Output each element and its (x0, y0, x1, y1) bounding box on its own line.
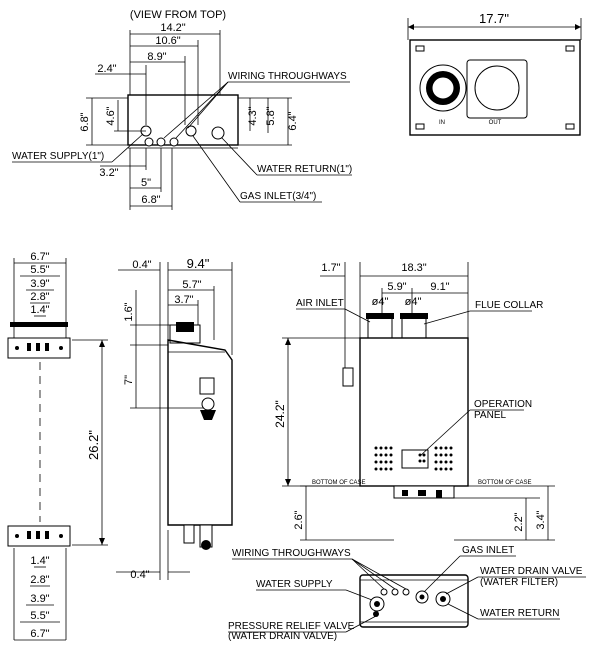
dim-18-3: 18.3" (401, 262, 426, 274)
drain-valve-label: WATER DRAIN VALVE (480, 566, 583, 577)
dim-6-4: 6.4" (287, 111, 299, 130)
water-return-label: WATER RETURN(1") (257, 164, 352, 175)
gas-port (185, 125, 197, 137)
wiring-hole-2 (156, 137, 166, 147)
dim-2-2: 2.2" (513, 512, 525, 531)
dim-1-4b: 1.4" (30, 555, 49, 567)
dim-9-4: 9.4" (187, 256, 210, 271)
bottom-water-supply-label: WATER SUPPLY (256, 579, 333, 590)
bottom-view: WIRING THROUGHWAYS GAS INLET WATER DRAIN… (228, 545, 586, 642)
dim-3-9b: 3.9" (30, 593, 49, 605)
dim-4-6: 4.6" (105, 106, 117, 125)
bottom-wiring-label: WIRING THROUGHWAYS (232, 548, 351, 559)
dim-2-8: 2.8" (30, 291, 49, 303)
flue-collar (401, 315, 427, 339)
dim-7: 7" (123, 375, 135, 385)
dim-26-2: 26.2" (86, 430, 101, 460)
bottom-of-case-left: BOTTOM OF CASE (312, 480, 366, 486)
air-inlet-label: AIR INLET (296, 298, 344, 309)
dim-0-4: 0.4" (132, 259, 151, 271)
view-caption: (VIEW FROM TOP) (130, 9, 226, 21)
phi-4b: ø4" (405, 296, 422, 308)
panel-label: PANEL (474, 410, 506, 421)
dim-17-7: 17.7" (479, 11, 509, 26)
wiring-hole-3 (169, 137, 179, 147)
wiring-throughways-label: WIRING THROUGHWAYS (228, 71, 347, 82)
dim-3-7: 3.7" (174, 294, 193, 306)
bracket-view: 6.7" 5.5" 3.9" 2.8" 1.4" 1.4" 2.8" 3.9" … (7, 251, 108, 641)
dim-6-8b: 6.8" (141, 194, 160, 206)
dim-5: 5" (141, 177, 151, 189)
dim-6-8: 6.8" (79, 112, 91, 131)
rear-out-mark: OUT (489, 120, 502, 126)
top-view: (VIEW FROM TOP) 14.2" 10.6" 8.9" 2.4" 6.… (12, 9, 352, 210)
vent-grille-left (374, 446, 393, 471)
water-return-port (211, 126, 225, 140)
wiring-hole-1 (144, 137, 154, 147)
bottom-gas-label: GAS INLET (462, 545, 514, 556)
dim-24-2: 24.2" (273, 400, 287, 428)
dim-6-7: 6.7" (30, 251, 49, 263)
dim-2-8b: 2.8" (30, 574, 49, 586)
relief-valve-label: PRESSURE RELIEF VALVE (228, 621, 355, 632)
dim-9-1: 9.1" (430, 281, 449, 293)
dim-2-6: 2.6" (293, 510, 305, 529)
dim-8-9: 8.9" (147, 51, 166, 63)
flue-collar-vent (474, 65, 520, 111)
dim-5-7: 5.7" (182, 279, 201, 291)
air-inlet-collar (367, 315, 393, 339)
dim-4-3: 4.3" (247, 106, 259, 125)
dim-1-6: 1.6" (123, 302, 135, 321)
flue-collar-label: FLUE COLLAR (475, 300, 543, 311)
vent-grille-right (434, 446, 453, 471)
dim-0-4b: 0.4" (130, 569, 149, 581)
dim-14-2: 14.2" (160, 22, 185, 34)
dim-1-7: 1.7" (321, 262, 340, 274)
top-unit-body (127, 94, 239, 146)
dim-5-9: 5.9" (387, 281, 406, 293)
bottom-of-case-right: BOTTOM OF CASE (478, 480, 532, 486)
rear-view: 17.7" IN OUT (407, 11, 582, 136)
rear-unit-body (409, 39, 581, 136)
dim-1-4: 1.4" (30, 304, 49, 316)
gas-inlet-label: GAS INLET(3/4") (240, 191, 316, 202)
water-filter-label: (WATER FILTER) (480, 577, 558, 588)
dim-5-5b: 5.5" (30, 610, 49, 622)
dim-3-4: 3.4" (535, 510, 547, 529)
dim-3-2: 3.2" (99, 167, 118, 179)
dim-5-5: 5.5" (30, 264, 49, 276)
operation-label: OPERATION (474, 399, 532, 410)
dim-2-4: 2.4" (97, 63, 116, 75)
bottom-unit-body (359, 574, 469, 628)
relief-valve-sub-label: (WATER DRAIN VALVE) (228, 631, 337, 642)
side-view: 0.4" 9.4" 5.7" 3.7" 1.6" 7" 0.4" (116, 256, 233, 581)
dim-6-7b: 6.7" (30, 628, 49, 640)
phi-4a: ø4" (372, 296, 389, 308)
dim-10-6: 10.6" (155, 35, 180, 47)
front-view: 1.7" 18.3" 5.9" 9.1" ø4" ø4" (273, 262, 555, 541)
water-supply-label: WATER SUPPLY(1") (12, 151, 104, 162)
side-unit-body (167, 339, 233, 526)
dim-3-9: 3.9" (30, 278, 49, 290)
rear-in-mark: IN (439, 120, 445, 126)
dim-5-8: 5.8" (265, 106, 277, 125)
water-return-label-bottom: WATER RETURN (480, 608, 559, 619)
